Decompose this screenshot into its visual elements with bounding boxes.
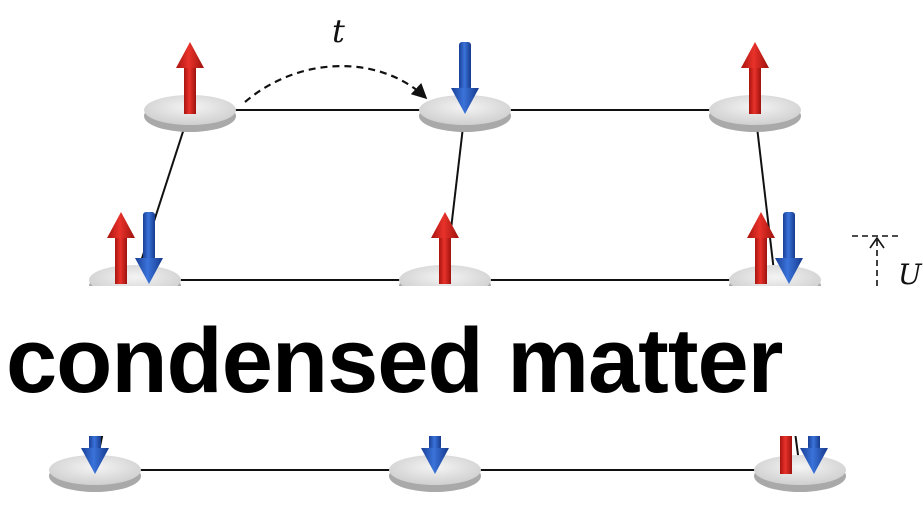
- lattice-site-1-2: [419, 42, 511, 132]
- hopping-arrow: [244, 65, 428, 103]
- spin-down-arrow: [775, 212, 803, 284]
- lattice-site-3-2: [389, 402, 481, 492]
- spin-up-arrow: [741, 42, 769, 114]
- lattice-site-1-1: [144, 42, 236, 132]
- top-banner-text: [0, 0, 923, 12]
- interaction-bracket: [852, 235, 902, 290]
- banner-title: condensed matter: [0, 286, 923, 436]
- spin-up-arrow: [431, 212, 459, 284]
- hopping-label: t: [332, 12, 345, 50]
- spin-down-arrow: [135, 212, 163, 284]
- spin-up-arrow: [747, 212, 775, 284]
- spin-up-arrow: [176, 42, 204, 114]
- spin-down-arrow: [451, 42, 479, 114]
- spin-up-arrow: [107, 212, 135, 284]
- lattice-site-1-3: [709, 42, 801, 132]
- interaction-label: U: [898, 258, 922, 291]
- bond-1-3-to-2-3: [754, 109, 776, 281]
